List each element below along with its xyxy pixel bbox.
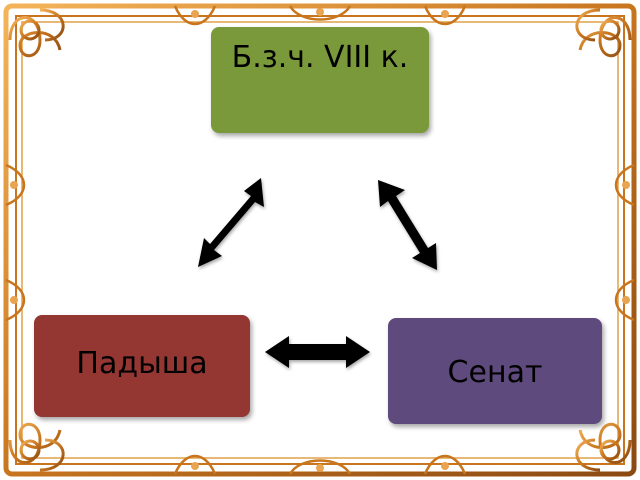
node-right-label: Сенат — [447, 355, 543, 390]
arrow-left-right — [265, 336, 370, 368]
node-right: Сенат — [388, 318, 602, 424]
node-left: Падыша — [34, 315, 250, 417]
node-left-label: Падыша — [76, 346, 208, 381]
node-top: Б.з.ч. VIII к. — [211, 27, 429, 133]
arrow-top-left — [198, 178, 264, 267]
node-top-label: Б.з.ч. VIII к. — [231, 40, 409, 75]
arrow-top-right — [378, 180, 437, 270]
